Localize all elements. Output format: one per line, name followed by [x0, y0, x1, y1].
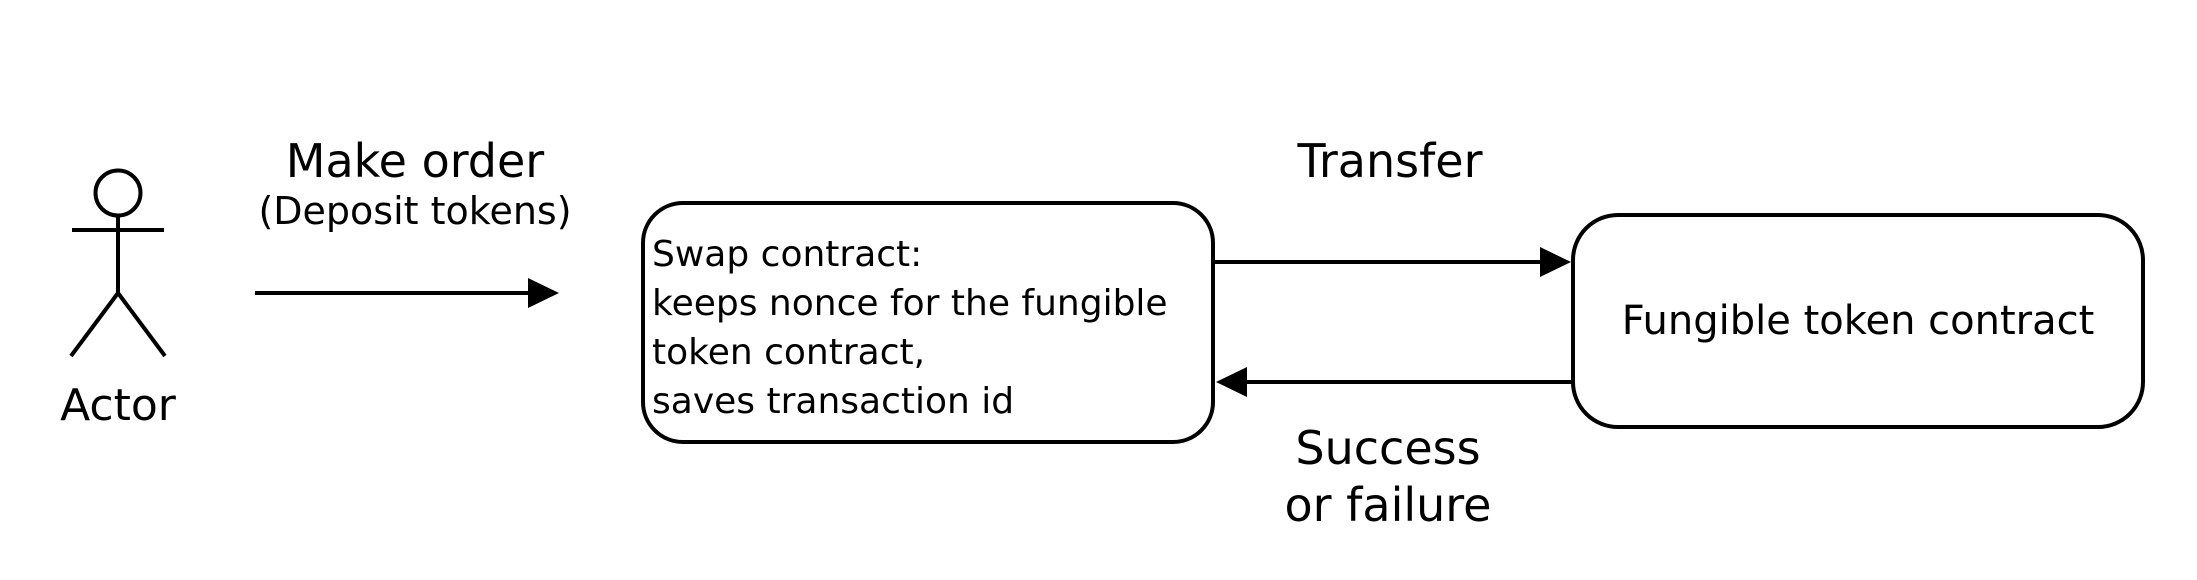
make-order-label-line1: Make order	[285, 134, 545, 188]
make-order-arrowhead-icon	[528, 278, 559, 308]
actor-right-leg	[116, 291, 167, 358]
result-arrow	[1216, 367, 1573, 397]
fungible-token-label-container: Fungible token contract	[1573, 215, 2143, 427]
make-order-label-line2: (Deposit tokens)	[258, 189, 572, 233]
transfer-label: Transfer	[1297, 134, 1483, 188]
swap-contract-box	[641, 201, 1215, 444]
swap-contract-line-4: saves transaction id	[652, 381, 1015, 422]
actor-label: Actor	[60, 380, 176, 431]
actor-left-leg	[69, 291, 120, 358]
transfer-arrowhead-icon	[1540, 247, 1571, 277]
result-label-line2: or failure	[1284, 478, 1492, 532]
result-arrowhead-icon	[1216, 367, 1247, 397]
swap-contract-line-1: Swap contract:	[652, 234, 923, 275]
actor-icon	[69, 168, 167, 358]
result-label: Success or failure	[1285, 420, 1492, 534]
make-order-label: Make order (Deposit tokens)	[258, 135, 571, 235]
swap-contract-line-2: keeps nonce for the fungible	[652, 283, 1168, 324]
transfer-arrow	[1213, 247, 1571, 277]
fungible-token-label: Fungible token contract	[1621, 298, 2095, 344]
fungible-token-box	[1571, 213, 2145, 429]
make-order-arrow	[255, 278, 559, 308]
result-label-line1: Success	[1295, 421, 1481, 475]
actor-head	[93, 168, 143, 218]
swap-contract-text: Swap contract: keeps nonce for the fungi…	[652, 230, 1168, 426]
swap-contract-line-3: token contract,	[652, 332, 926, 373]
